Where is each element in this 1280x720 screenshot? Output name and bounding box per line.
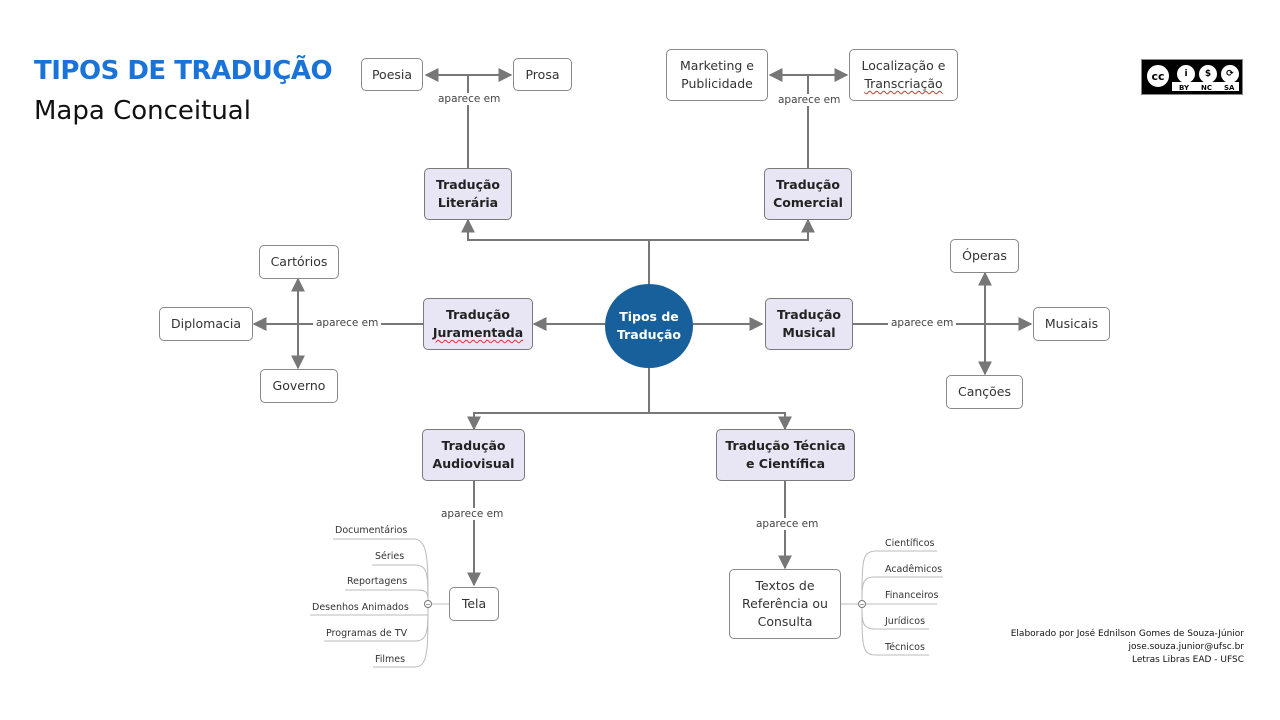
textos-item-financeiros[interactable]: Financeiros bbox=[885, 590, 939, 601]
cc-symbol-icon: cc bbox=[1145, 63, 1171, 89]
author-credit: Elaborado por José Ednilson Gomes de Sou… bbox=[1011, 628, 1244, 667]
node-traducao-literaria[interactable]: Tradução Literária bbox=[424, 168, 512, 220]
tela-item-documentarios[interactable]: Documentários bbox=[335, 525, 408, 536]
leaf-prosa[interactable]: Prosa bbox=[513, 58, 572, 91]
leaf-operas[interactable]: Óperas bbox=[950, 239, 1019, 273]
page-title: TIPOS DE TRADUÇÃO bbox=[34, 56, 333, 86]
license-tag-sa: SA bbox=[1224, 84, 1235, 92]
leaf-cartorios[interactable]: Cartórios bbox=[259, 245, 339, 279]
tela-item-reportagens[interactable]: Reportagens bbox=[347, 576, 408, 587]
license-tag-by: BY bbox=[1179, 84, 1190, 92]
tela-item-desenhos-animados[interactable]: Desenhos Animados bbox=[312, 602, 409, 613]
localizacao-line1: Localização e bbox=[861, 58, 946, 73]
node-traducao-musical[interactable]: Tradução Musical bbox=[765, 298, 853, 350]
tela-item-programas-tv[interactable]: Programas de TV bbox=[326, 628, 408, 639]
node-traducao-juramentada[interactable]: Tradução Juramentada bbox=[423, 298, 533, 350]
tela-item-series[interactable]: Séries bbox=[375, 551, 405, 562]
leaf-governo[interactable]: Governo bbox=[260, 369, 338, 403]
textos-item-cientificos[interactable]: Científicos bbox=[885, 538, 935, 549]
cc-by-nc-sa-icon: cc i $ ⟳ BY NC SA bbox=[1141, 59, 1243, 95]
textos-item-juridicos[interactable]: Jurídicos bbox=[885, 616, 926, 627]
connector-label-audiovisual: aparece em bbox=[438, 508, 507, 520]
leaf-cancoes[interactable]: Canções bbox=[946, 375, 1023, 409]
connector-label-literaria: aparece em bbox=[435, 93, 504, 105]
connector-label-musical: aparece em bbox=[888, 317, 957, 329]
credit-email: jose.souza.junior@ufsc.br bbox=[1128, 642, 1245, 652]
credit-author: Elaborado por José Ednilson Gomes de Sou… bbox=[1010, 629, 1244, 639]
leaf-diplomacia[interactable]: Diplomacia bbox=[159, 307, 253, 341]
textos-item-tecnicos[interactable]: Técnicos bbox=[885, 642, 925, 653]
credit-institution: Letras Libras EAD - UFSC bbox=[1131, 655, 1244, 665]
leaf-musicais[interactable]: Musicais bbox=[1033, 307, 1110, 341]
node-traducao-tecnica[interactable]: Tradução Técnica e Científica bbox=[716, 429, 855, 481]
node-traducao-comercial[interactable]: Tradução Comercial bbox=[764, 168, 852, 220]
license-strip bbox=[1172, 82, 1239, 91]
collapse-textos-icon[interactable]: − bbox=[858, 600, 866, 609]
juramentada-line1: Tradução bbox=[445, 307, 511, 322]
connector-label-tecnica: aparece em bbox=[753, 518, 822, 530]
leaf-marketing-publicidade[interactable]: Marketing e Publicidade bbox=[666, 49, 768, 101]
license-tag-nc: NC bbox=[1201, 84, 1212, 92]
leaf-tela[interactable]: Tela bbox=[449, 587, 499, 621]
connector-label-comercial: aparece em bbox=[775, 94, 844, 106]
juramentada-line2: Juramentada bbox=[432, 325, 524, 340]
tela-item-filmes[interactable]: Filmes bbox=[375, 654, 406, 665]
leaf-localizacao-transcriacao[interactable]: Localização e Transcriação bbox=[849, 49, 958, 101]
collapse-tela-icon[interactable]: − bbox=[424, 600, 432, 609]
center-node[interactable]: Tipos de Tradução bbox=[605, 284, 693, 368]
page-subtitle: Mapa Conceitual bbox=[34, 96, 251, 126]
node-traducao-audiovisual[interactable]: Tradução Audiovisual bbox=[422, 429, 525, 481]
localizacao-line2: Transcriação bbox=[864, 76, 943, 91]
connector-label-juramentada: aparece em bbox=[313, 317, 382, 329]
sharealike-icon: ⟳ bbox=[1219, 63, 1241, 85]
leaf-textos-referencia[interactable]: Textos de Referência ou Consulta bbox=[729, 569, 841, 639]
textos-item-academicos[interactable]: Acadêmicos bbox=[885, 564, 943, 575]
leaf-poesia[interactable]: Poesia bbox=[361, 58, 423, 91]
